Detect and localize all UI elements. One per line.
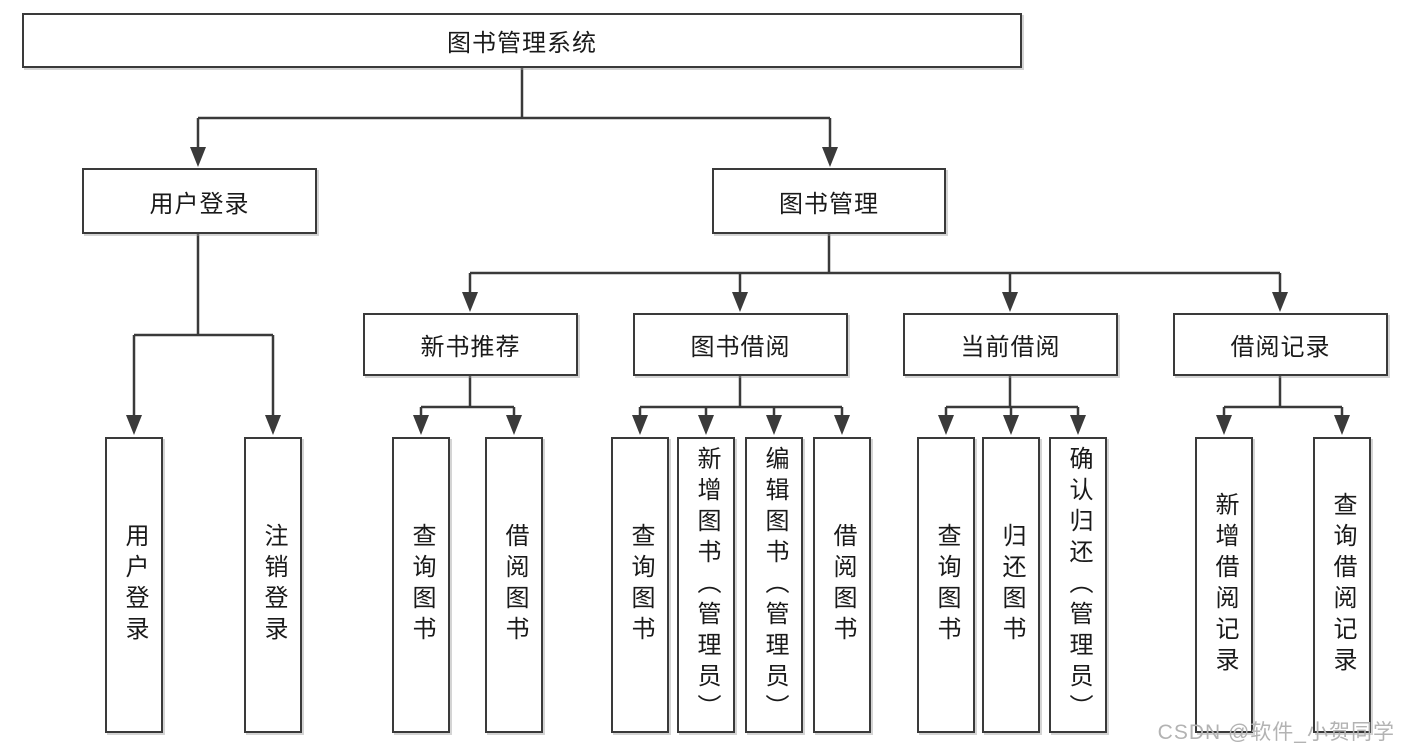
leaf-logout: 注销登录 [244, 437, 302, 733]
watermark: CSDN @软件_小贺同学 [1157, 721, 1395, 744]
arrowhead [1070, 415, 1086, 435]
node-book-borrow: 图书借阅 [633, 313, 848, 376]
arrowhead [766, 415, 782, 435]
arrowhead [732, 292, 748, 312]
arrowhead [265, 415, 281, 435]
arrowhead [413, 415, 429, 435]
arrowhead [462, 292, 478, 312]
arrowhead [506, 415, 522, 435]
leaf-add-book-admin: 新增图书（管理员） [677, 437, 735, 733]
arrowhead [1002, 292, 1018, 312]
leaf-add-borrow-record: 新增借阅记录 [1195, 437, 1253, 733]
connector-root-to-level2 [196, 68, 832, 147]
leaf-confirm-return-admin: 确认归还（管理员） [1049, 437, 1107, 733]
connector-mgmt-to-level3 [468, 234, 1282, 292]
leaf-query-borrow-record: 查询借阅记录 [1313, 437, 1371, 733]
connector-current-to-leaves [944, 376, 1080, 415]
connector-records-to-leaves [1222, 376, 1344, 415]
arrowhead [834, 415, 850, 435]
arrowhead [698, 415, 714, 435]
arrowhead [126, 415, 142, 435]
node-book-management: 图书管理 [712, 168, 946, 234]
arrowhead [938, 415, 954, 435]
node-root-system: 图书管理系统 [22, 13, 1022, 68]
node-current-borrow: 当前借阅 [903, 313, 1118, 376]
arrowhead [1216, 415, 1232, 435]
node-borrow-records: 借阅记录 [1173, 313, 1388, 376]
node-new-book-recommend: 新书推荐 [363, 313, 578, 376]
arrowhead [190, 147, 206, 167]
connector-login-to-leaves [132, 234, 275, 415]
leaf-return-book: 归还图书 [982, 437, 1040, 733]
leaf-user-login: 用户登录 [105, 437, 163, 733]
leaf-recommend-query-books: 查询图书 [392, 437, 450, 733]
arrowhead [1272, 292, 1288, 312]
leaf-borrow-books: 借阅图书 [813, 437, 871, 733]
leaf-recommend-borrow-books: 借阅图书 [485, 437, 543, 733]
leaf-edit-book-admin: 编辑图书（管理员） [745, 437, 803, 733]
leaf-borrow-query-books: 查询图书 [611, 437, 669, 733]
arrowhead [632, 415, 648, 435]
arrowhead [1334, 415, 1350, 435]
node-user-login: 用户登录 [82, 168, 317, 234]
arrowhead [1003, 415, 1019, 435]
arrowhead [822, 147, 838, 167]
connector-borrow-to-leaves [638, 376, 844, 415]
connector-recommend-to-leaves [419, 376, 516, 415]
leaf-current-query-books: 查询图书 [917, 437, 975, 733]
